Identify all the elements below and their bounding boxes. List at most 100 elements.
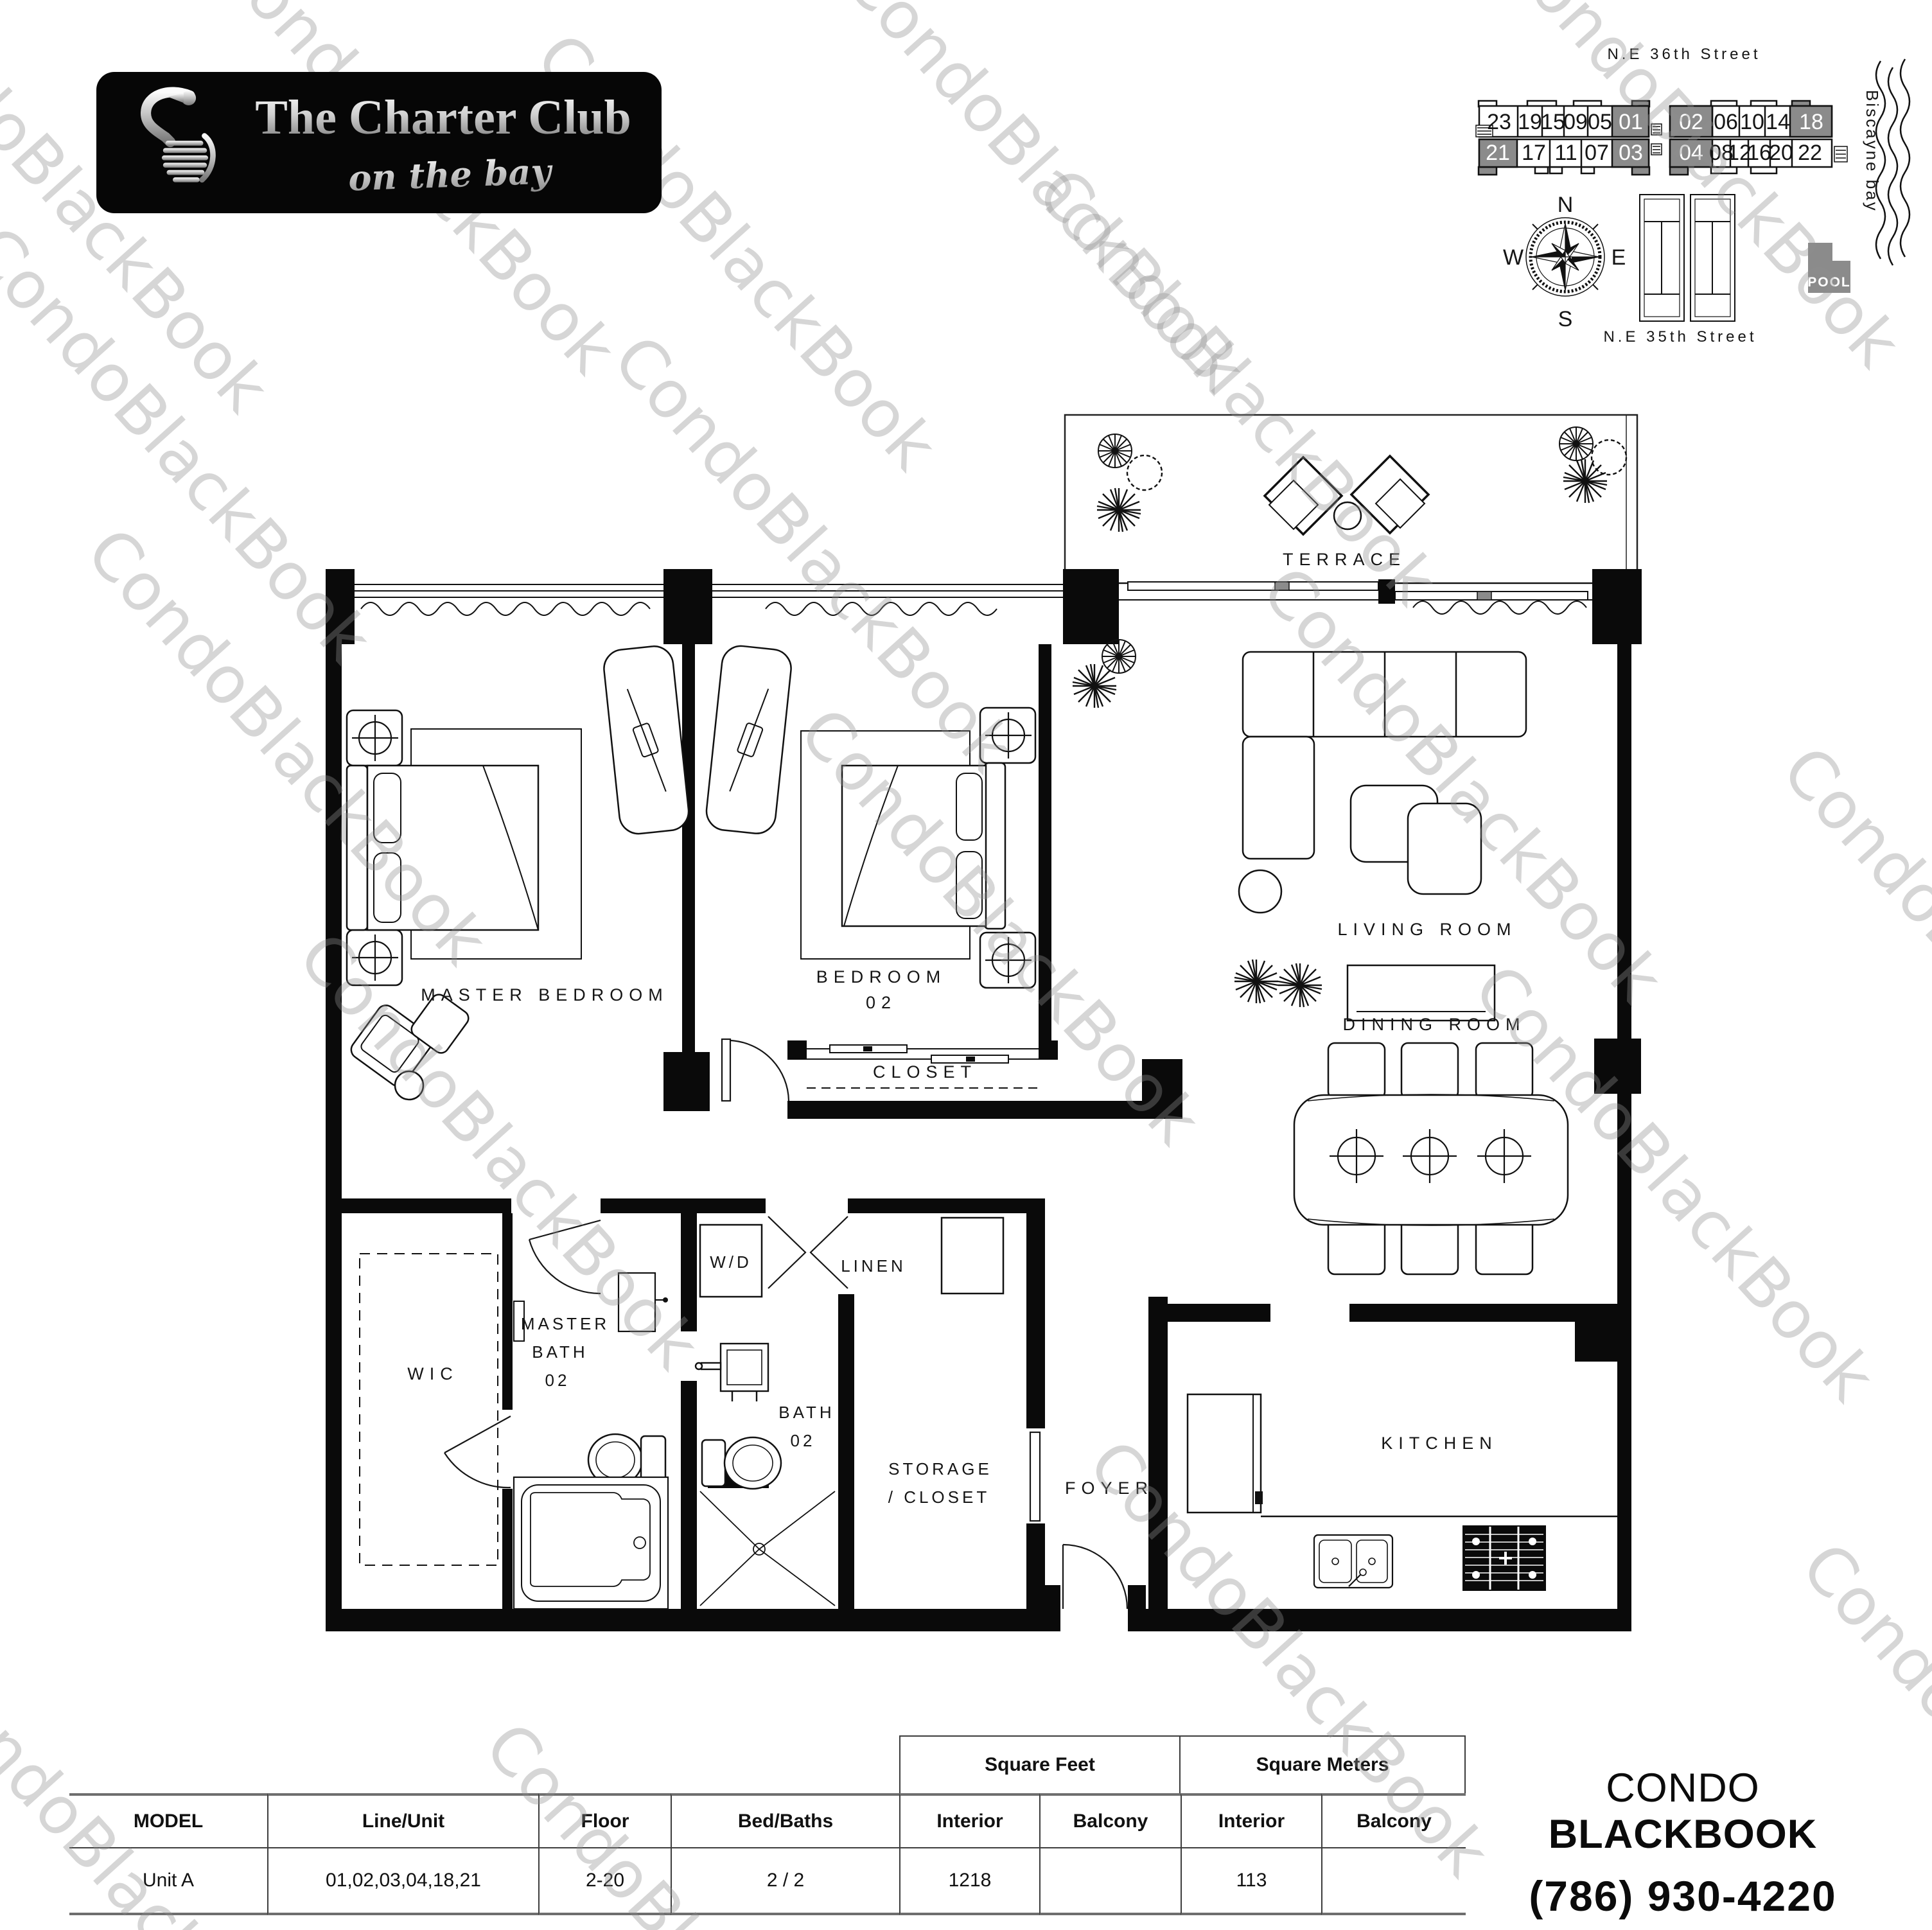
kitchen-sink bbox=[1313, 1534, 1394, 1589]
swan-icon bbox=[141, 87, 216, 183]
tennis-courts bbox=[1639, 194, 1735, 322]
room-label-master-bedroom: MASTER BEDROOM bbox=[421, 985, 669, 1004]
right-building bbox=[1669, 100, 1833, 176]
room-label-master-bath-1: MASTER bbox=[521, 1314, 610, 1333]
linen-box bbox=[940, 1216, 1005, 1295]
room-label-bath2-1: BATH bbox=[778, 1403, 834, 1422]
cell-sf-interior: 1218 bbox=[899, 1848, 1039, 1915]
logo-title: The Charter Club bbox=[234, 90, 652, 146]
bath-02: BATH 02 bbox=[694, 1342, 836, 1606]
room-label-master-bath-2: BATH bbox=[532, 1342, 588, 1362]
unit-cell-02: 02 bbox=[1679, 110, 1703, 134]
unit-cell-17: 17 bbox=[1522, 141, 1546, 165]
stove bbox=[1462, 1525, 1546, 1591]
bathtub bbox=[513, 1476, 669, 1610]
cell-sf-balcony bbox=[1039, 1848, 1181, 1915]
bath-sink bbox=[513, 1301, 525, 1342]
wd-bifold-door bbox=[768, 1216, 807, 1289]
pool: POOL bbox=[1807, 243, 1851, 293]
room-label-closet: CLOSET bbox=[873, 1062, 977, 1082]
brand-bold: BLACKBOOK bbox=[1548, 1812, 1818, 1857]
dining-chairs-bottom bbox=[1327, 1218, 1534, 1276]
terrace-area: TERRACE bbox=[1064, 414, 1638, 584]
window-band bbox=[355, 581, 1592, 616]
room-label-linen: LINEN bbox=[841, 1256, 906, 1276]
unit-cell-15: 15 bbox=[1541, 110, 1565, 134]
compass-e: E bbox=[1611, 245, 1626, 270]
room-label-bedroom2: BEDROOM bbox=[816, 967, 947, 987]
brand-line: CONDO BLACKBOOK bbox=[1471, 1765, 1895, 1857]
nightstand-lamps bbox=[352, 715, 398, 981]
shower bbox=[699, 1491, 836, 1606]
brand-regular: CONDO bbox=[1606, 1766, 1760, 1811]
unit-cell-20: 20 bbox=[1769, 141, 1793, 165]
cell-sm-balcony bbox=[1321, 1848, 1466, 1915]
col-header-sm-interior: Interior bbox=[1181, 1793, 1321, 1848]
bath2-sink bbox=[694, 1342, 769, 1401]
armchair-ottoman bbox=[350, 994, 470, 1101]
col-header-model: MODEL bbox=[69, 1793, 267, 1848]
room-label-wic: WIC bbox=[407, 1364, 458, 1383]
unit-cell-05: 05 bbox=[1588, 110, 1612, 134]
toilet-bath2 bbox=[701, 1436, 782, 1490]
curtain-squiggle bbox=[360, 602, 651, 616]
spec-table: Square Feet Square Meters MODEL Line/Uni… bbox=[69, 1735, 1466, 1915]
unit-cell-03: 03 bbox=[1619, 141, 1643, 165]
room-label-wd: W/D bbox=[710, 1252, 752, 1272]
room-label-living: LIVING ROOM bbox=[1337, 920, 1516, 939]
dining-table bbox=[1293, 1094, 1569, 1226]
unit-cell-06: 06 bbox=[1714, 110, 1738, 134]
wic-door bbox=[444, 1416, 511, 1453]
master-bedroom: MASTER BEDROOM bbox=[346, 645, 792, 1101]
col-header-sm-balcony: Balcony bbox=[1321, 1793, 1466, 1848]
place-settings bbox=[1330, 1129, 1531, 1183]
vanity bbox=[617, 1272, 656, 1333]
room-label-storage-1: STORAGE bbox=[888, 1459, 992, 1478]
cell-sm-interior: 113 bbox=[1181, 1848, 1321, 1915]
side-table bbox=[1238, 869, 1283, 914]
col-header-line-unit: Line/Unit bbox=[267, 1793, 538, 1848]
col-header-sf-balcony: Balcony bbox=[1039, 1793, 1181, 1848]
bay-label: Biscayne bay bbox=[1863, 90, 1882, 213]
room-label-bath2-2: 02 bbox=[791, 1431, 816, 1450]
master-bath-door bbox=[529, 1219, 601, 1241]
washer-dryer-box bbox=[699, 1224, 763, 1298]
group-header-square-meters: Square Meters bbox=[1181, 1735, 1466, 1793]
compass-s: S bbox=[1558, 307, 1573, 331]
floor-plan: TERRACE bbox=[326, 414, 1642, 1631]
dining-room: DINING ROOM bbox=[1293, 1015, 1569, 1276]
unit-numbers: 23 19 15 09 05 01 21 17 11 07 03 02 06 1… bbox=[1486, 110, 1823, 165]
bed-bedroom2 bbox=[841, 706, 1037, 989]
cell-floor: 2-20 bbox=[538, 1848, 671, 1915]
terrace-lounge-chairs bbox=[1263, 454, 1430, 536]
bedroom-02: BEDROOM 02 bbox=[800, 706, 1037, 1012]
compass-n: N bbox=[1558, 193, 1574, 217]
tv-console bbox=[1346, 964, 1496, 1022]
unit-cell-11: 11 bbox=[1554, 141, 1577, 165]
col-header-sf-interior: Interior bbox=[899, 1793, 1039, 1848]
room-label-foyer: FOYER bbox=[1065, 1478, 1154, 1498]
unit-cell-04: 04 bbox=[1679, 141, 1703, 165]
street-top-label: N.E 36th Street bbox=[1607, 46, 1761, 63]
cell-model: Unit A bbox=[69, 1848, 267, 1915]
utility-closets: W/D LINEN bbox=[699, 1216, 1005, 1298]
linen-bifold-door bbox=[809, 1216, 848, 1289]
master-bedroom-door bbox=[721, 1038, 732, 1102]
room-label-bedroom2-num: 02 bbox=[866, 993, 897, 1012]
fridge bbox=[1186, 1393, 1262, 1514]
master-bath: MASTER BATH 02 bbox=[513, 1272, 669, 1610]
cell-bed-baths: 2 / 2 bbox=[671, 1848, 899, 1915]
left-building bbox=[1477, 100, 1651, 176]
compass-rose: N S W E bbox=[1503, 193, 1626, 331]
room-label-storage-2: / CLOSET bbox=[888, 1487, 990, 1507]
dining-chairs-top bbox=[1327, 1042, 1534, 1100]
room-label-terrace: TERRACE bbox=[1283, 550, 1406, 569]
unit-cell-19: 19 bbox=[1518, 110, 1542, 134]
unit-cell-21: 21 bbox=[1486, 141, 1510, 165]
chaise-right bbox=[705, 645, 792, 834]
watermark-text: CondoBlackBook bbox=[829, 0, 1260, 408]
water-waves-icon bbox=[1875, 58, 1911, 266]
pool-label: POOL bbox=[1807, 275, 1851, 290]
chaise-left bbox=[603, 645, 690, 835]
unit-cell-08: 08 bbox=[1709, 141, 1734, 165]
